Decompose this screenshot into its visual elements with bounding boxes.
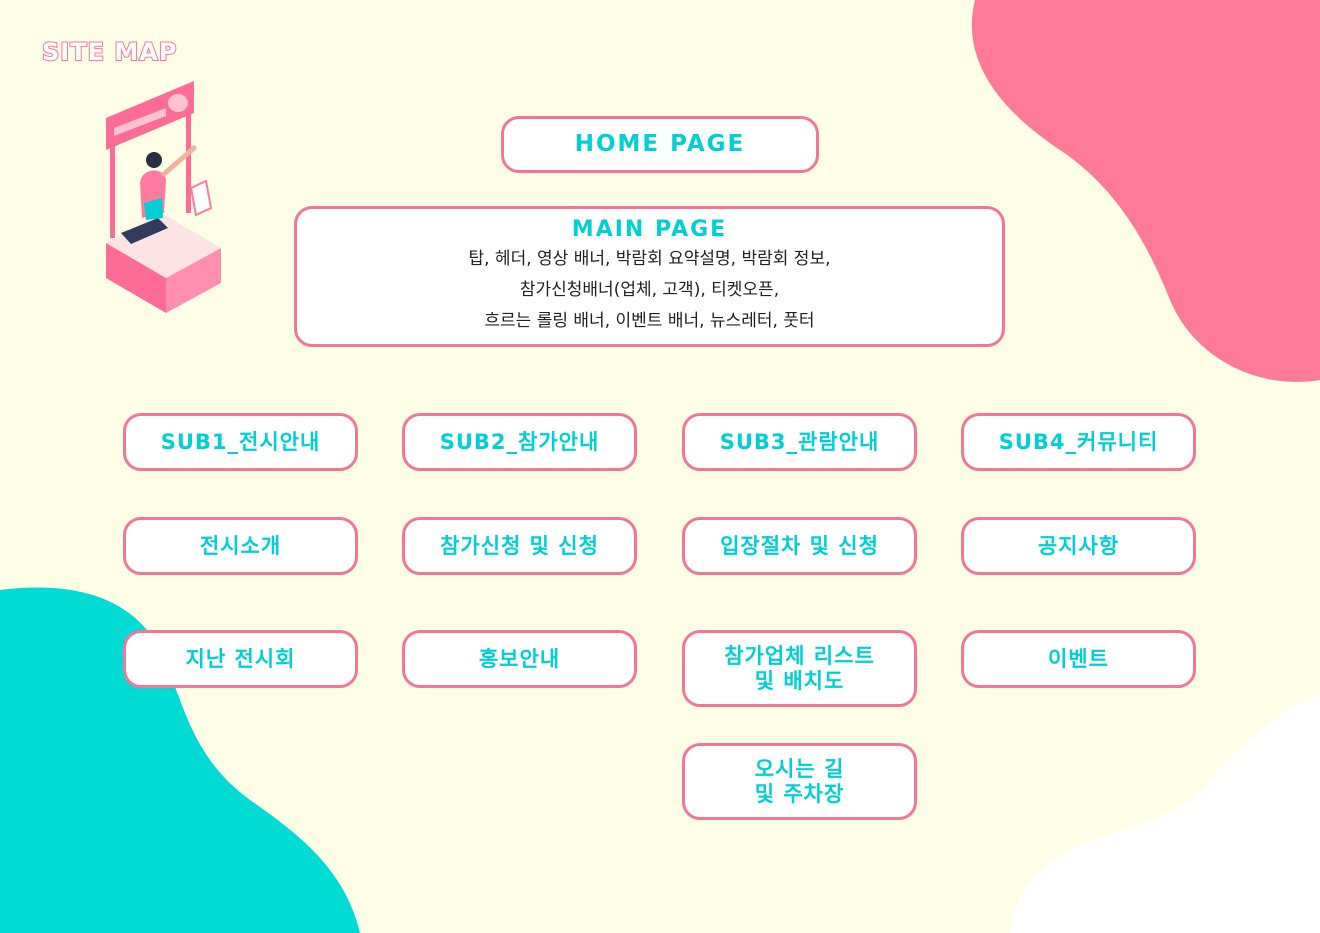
sub3-item-label: 오시는 길 및 주차장: [754, 757, 845, 806]
sub2-header-label: SUB2_참가안내: [439, 429, 600, 454]
main-page-node: MAIN PAGE 탑, 헤더, 영상 배너, 박람회 요약설명, 박람회 정보…: [294, 206, 1005, 347]
main-page-label: MAIN PAGE: [571, 217, 728, 242]
sub4-header-label: SUB4_커뮤니티: [998, 429, 1159, 454]
sub4-header-node: SUB4_커뮤니티: [961, 413, 1196, 471]
pink-blob-top-right: [971, 0, 1320, 382]
main-desc-line: 흐르는 롤링 배너, 이벤트 배너, 뉴스레터, 풋터: [484, 311, 815, 332]
sub4-item-node: 이벤트: [961, 630, 1196, 688]
sub1-header-node: SUB1_전시안내: [123, 413, 358, 471]
white-blob-bottom-right: [1010, 695, 1320, 933]
sub4-item-label: 이벤트: [1048, 646, 1109, 671]
home-page-node: HOME PAGE: [501, 116, 819, 173]
main-desc-line: 참가신청배너(업체, 고객), 티켓오픈,: [519, 280, 780, 301]
home-page-label: HOME PAGE: [574, 131, 746, 158]
sub4-item-label: 공지사항: [1037, 533, 1120, 558]
booth-illustration: [106, 81, 221, 313]
sub2-item-label: 홍보안내: [478, 646, 561, 671]
sub3-item-label: 참가업체 리스트 및 배치도: [724, 644, 875, 693]
sub3-item-node: 참가업체 리스트 및 배치도: [682, 630, 917, 707]
sub2-item-label: 참가신청 및 신청: [440, 533, 599, 558]
sub1-item-node: 전시소개: [123, 517, 358, 575]
page-title: SITE MAP: [41, 37, 178, 67]
sub1-item-node: 지난 전시회: [123, 630, 358, 688]
main-page-description: 탑, 헤더, 영상 배너, 박람회 요약설명, 박람회 정보, 참가신청배너(업…: [468, 244, 830, 337]
sub3-header-label: SUB3_관람안내: [719, 429, 880, 454]
sub3-item-node: 입장절차 및 신청: [682, 517, 917, 575]
sub2-item-node: 참가신청 및 신청: [402, 517, 637, 575]
main-desc-line: 탑, 헤더, 영상 배너, 박람회 요약설명, 박람회 정보,: [468, 249, 831, 270]
sub2-item-node: 홍보안내: [402, 630, 637, 688]
sub3-item-label: 입장절차 및 신청: [720, 533, 879, 558]
sub1-item-label: 전시소개: [199, 533, 282, 558]
sub2-header-node: SUB2_참가안내: [402, 413, 637, 471]
sub3-header-node: SUB3_관람안내: [682, 413, 917, 471]
sub1-item-label: 지난 전시회: [185, 646, 296, 671]
teal-blob-bottom-left: [0, 587, 360, 933]
sub3-item-node: 오시는 길 및 주차장: [682, 743, 917, 820]
sub1-header-label: SUB1_전시안내: [160, 429, 321, 454]
sub4-item-node: 공지사항: [961, 517, 1196, 575]
